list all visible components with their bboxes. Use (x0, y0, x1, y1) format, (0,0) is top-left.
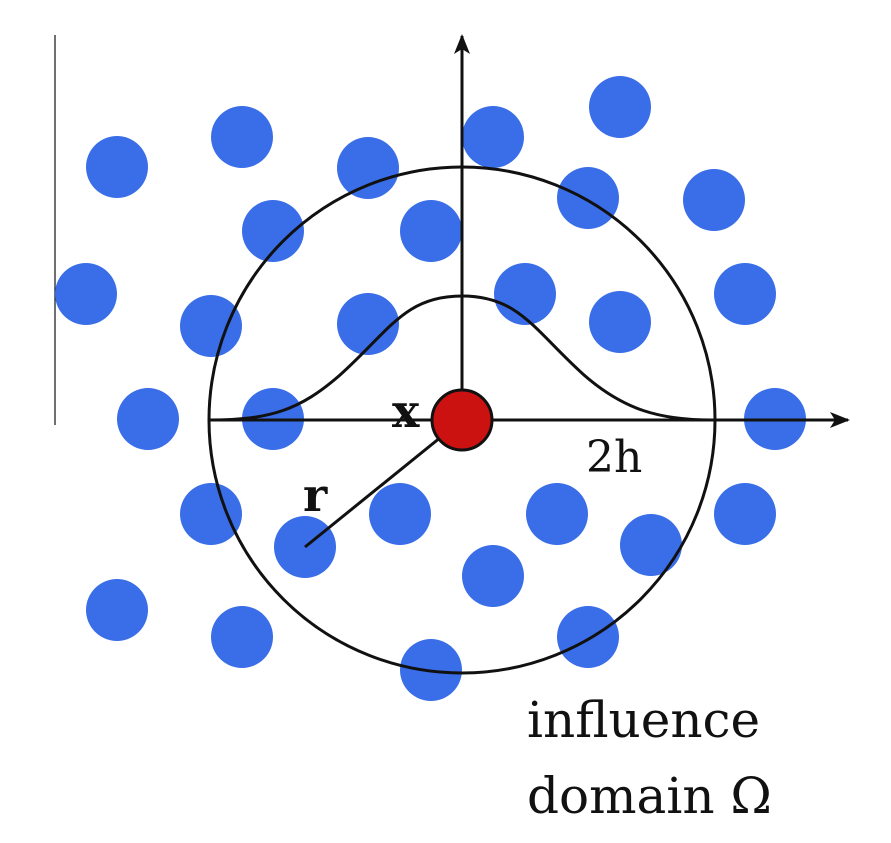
neighbor-particle (337, 137, 399, 199)
neighbor-particle (337, 293, 399, 355)
neighbor-particle (714, 483, 776, 545)
neighbor-particle (86, 579, 148, 641)
neighbor-particle (557, 606, 619, 668)
domain-label-line1: influence (527, 691, 760, 749)
neighbor-particle (242, 200, 304, 262)
center-particle (430, 388, 494, 452)
neighbor-particle (180, 295, 242, 357)
neighbor-particle (211, 606, 273, 668)
neighbor-particle (494, 263, 556, 325)
neighbor-particle (557, 167, 619, 229)
neighbor-particle (589, 291, 651, 353)
particle-group (55, 76, 806, 701)
neighbor-particle (117, 388, 179, 450)
neighbor-particle (526, 483, 588, 545)
neighbor-particle (683, 169, 745, 231)
domain-label-line2: domain Ω (527, 767, 772, 825)
neighbor-particle (589, 76, 651, 138)
neighbor-particle (211, 106, 273, 168)
center-point-label: x (392, 384, 420, 438)
neighbor-particle (620, 514, 682, 576)
neighbor-particle (369, 483, 431, 545)
support-radius-label: 2h (586, 432, 642, 483)
neighbor-particle (462, 545, 524, 607)
neighbor-particle (86, 136, 148, 198)
neighbor-particle (400, 200, 462, 262)
neighbor-particle (180, 483, 242, 545)
neighbor-particle (462, 106, 524, 168)
radius-label: r (303, 468, 328, 522)
radius-line (304, 418, 463, 549)
neighbor-particle (55, 263, 117, 325)
neighbor-particle (714, 263, 776, 325)
